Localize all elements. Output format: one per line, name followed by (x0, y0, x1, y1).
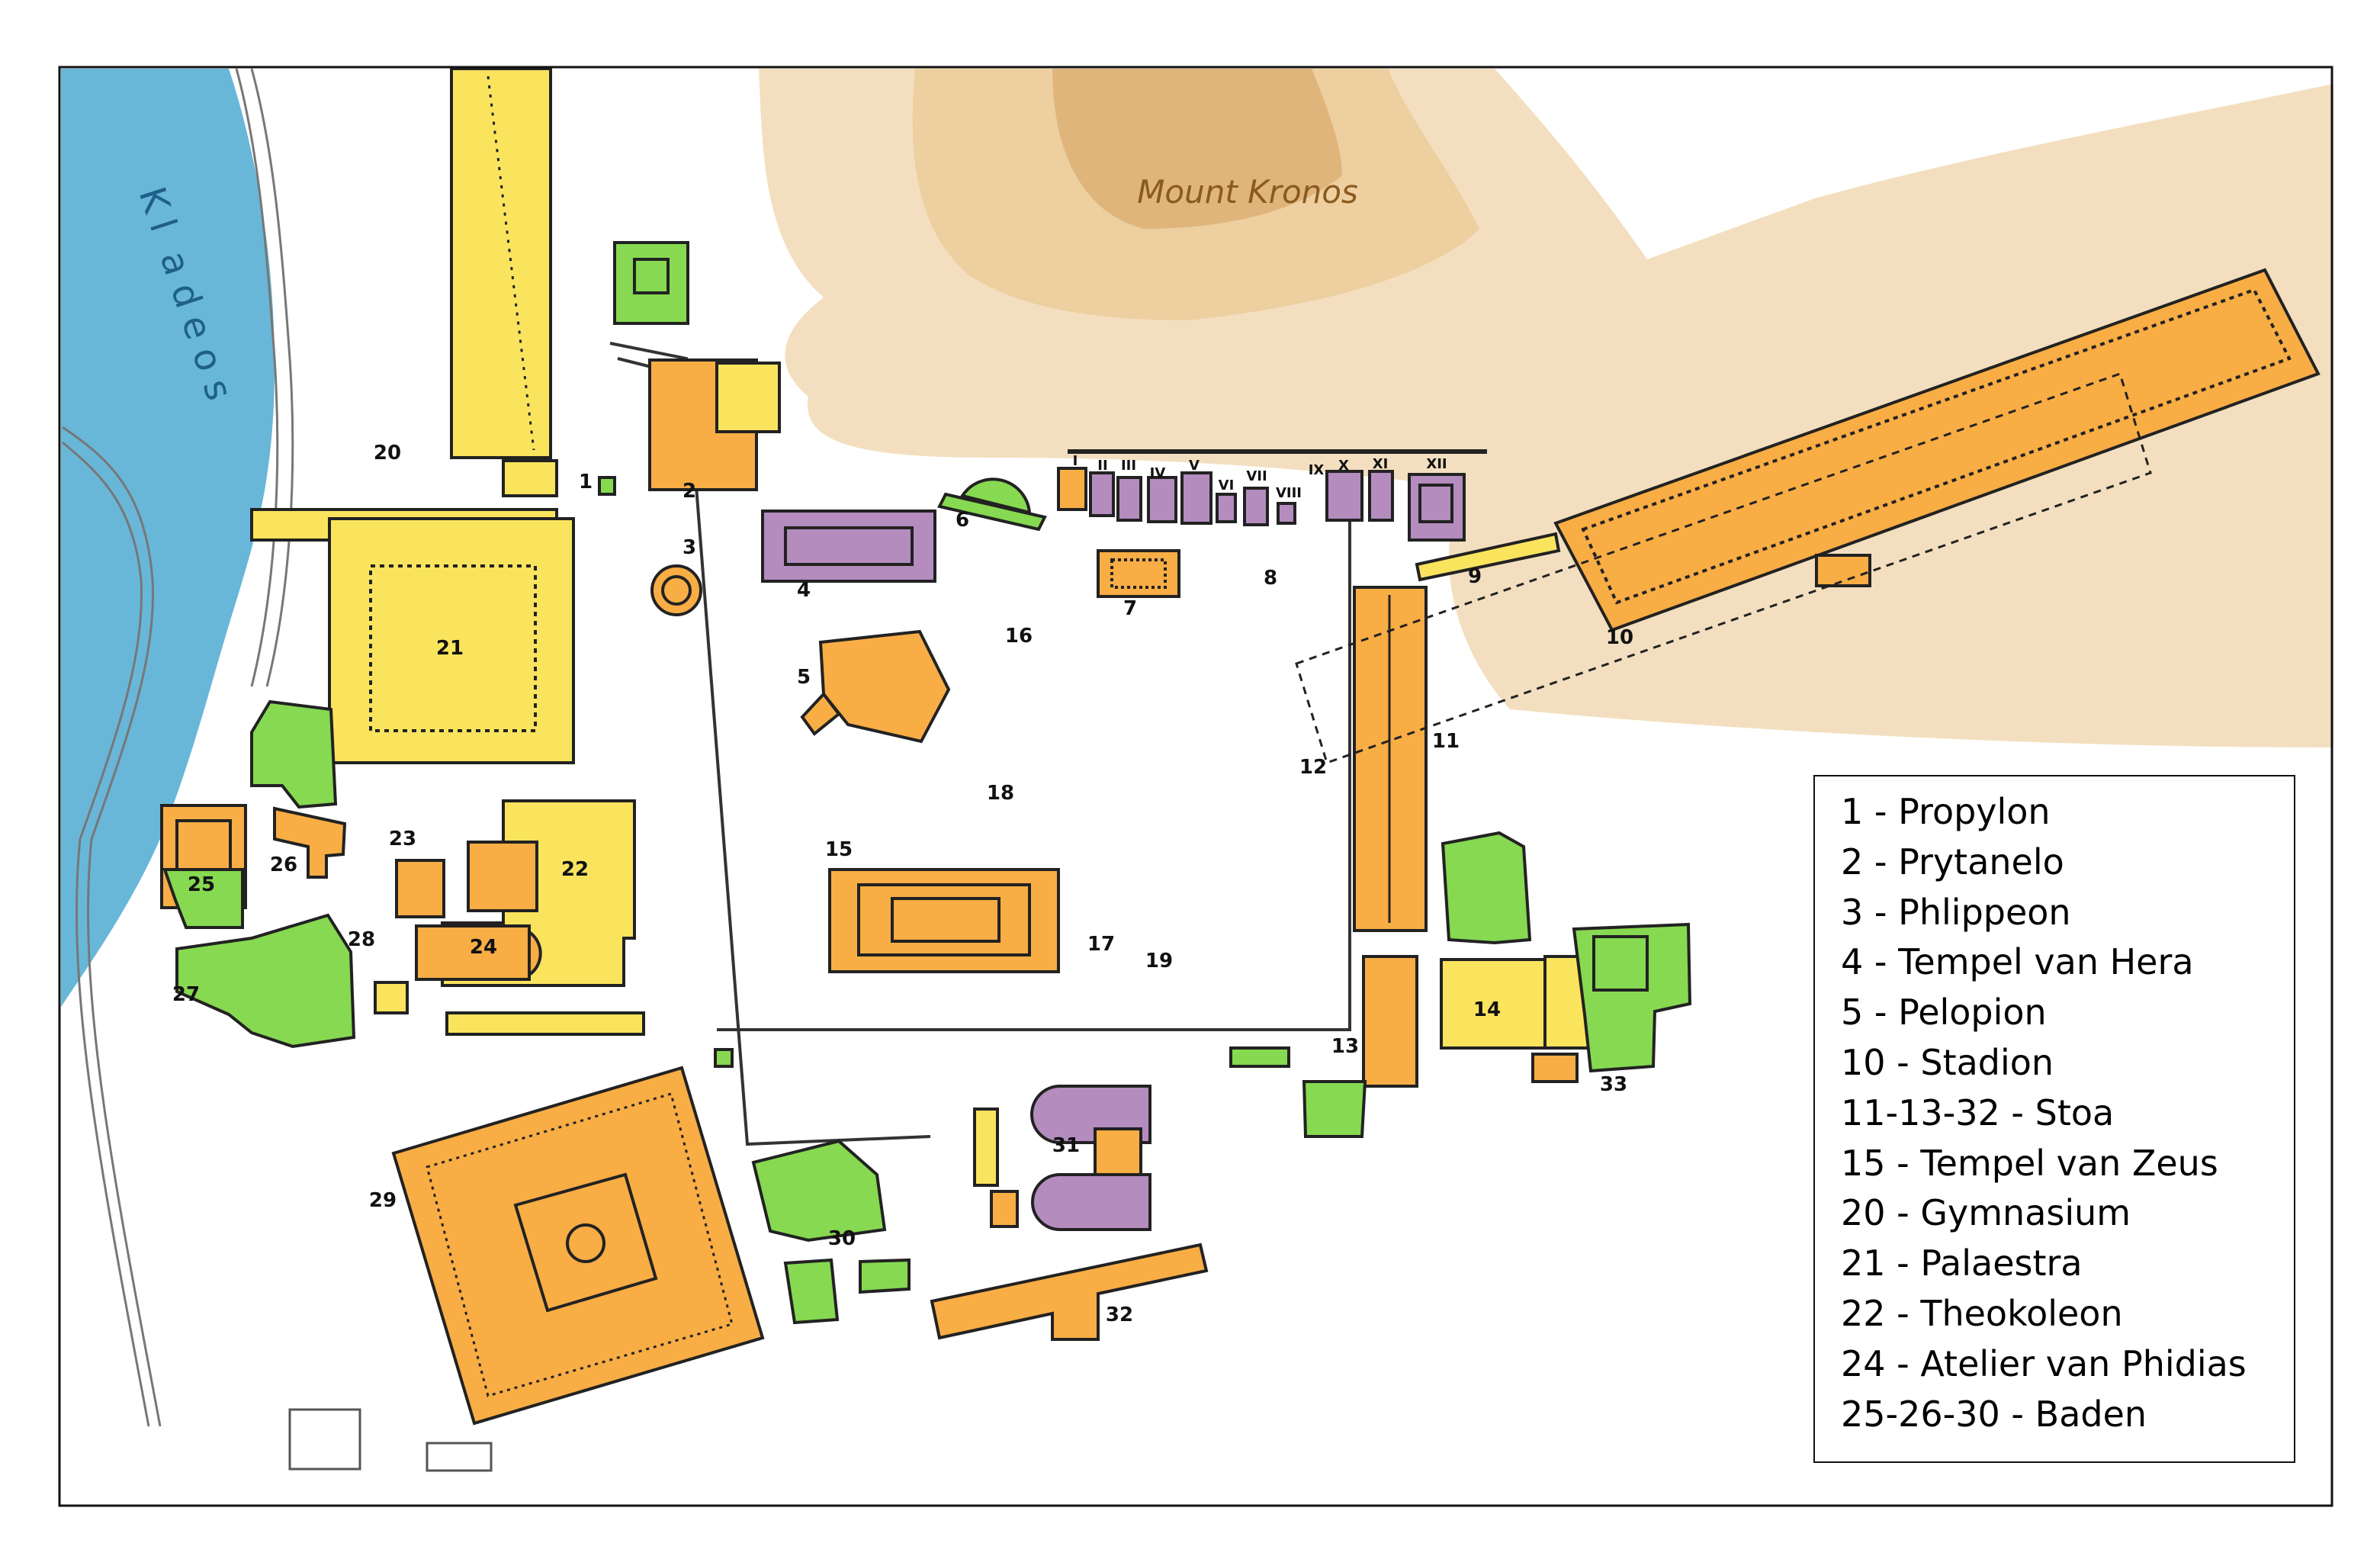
legend-item: 2 - Prytanelo (1841, 841, 2064, 882)
roads (62, 68, 294, 1427)
building-number-11: 11 (1432, 730, 1460, 753)
building-14 (1440, 958, 1547, 1050)
building-number-10: 10 (1606, 626, 1633, 649)
outline-ruins (288, 1408, 493, 1472)
legend-item: 24 - Atelier van Phidias (1841, 1342, 2247, 1384)
treasury-numeral-IV: IV (1150, 465, 1166, 481)
building-number-9: 9 (1468, 565, 1482, 588)
legend-item: 10 - Stadion (1841, 1041, 2054, 1083)
metroon (1097, 549, 1180, 598)
treasury-numeral-II: II (1097, 458, 1107, 474)
legend-item: 5 - Pelopion (1841, 992, 2047, 1034)
philippeion (650, 564, 702, 616)
building-number-14: 14 (1473, 998, 1501, 1021)
building-number-29: 29 (369, 1189, 397, 1212)
building-number-26: 26 (270, 854, 297, 876)
treasury-numeral-VI: VI (1219, 477, 1235, 493)
map-frame (58, 66, 2333, 1507)
legend-item: 4 - Tempel van Hera (1841, 941, 2194, 983)
treasury-numeral-XII: XII (1426, 456, 1447, 472)
treasury-numeral-I: I (1073, 453, 1078, 469)
building-number-6: 6 (956, 509, 969, 532)
building-number-4: 4 (797, 579, 811, 602)
building-number-21: 21 (436, 637, 464, 660)
treasury-numeral-VII: VII (1246, 468, 1267, 484)
building-number-23: 23 (389, 828, 416, 850)
building-number-20: 20 (374, 442, 401, 465)
building-number-15: 15 (825, 838, 853, 861)
stadion (1553, 268, 2321, 632)
treasury-numeral-III: III (1121, 458, 1136, 474)
mountain-label: Mount Kronos (1137, 173, 1358, 211)
treasury-numeral-IX: IX (1309, 462, 1325, 478)
treasury-numeral-V: V (1189, 458, 1200, 474)
treasury-numeral-XI: XI (1373, 456, 1389, 472)
building-number-31: 31 (1052, 1134, 1080, 1157)
building-number-24: 24 (470, 936, 497, 959)
building-number-3: 3 (683, 536, 696, 559)
building-number-22: 22 (561, 858, 589, 881)
building-number-17: 17 (1087, 933, 1115, 956)
building-number-25: 25 (188, 873, 215, 896)
treasury-numeral-X: X (1338, 458, 1349, 474)
legend-item: 22 - Theokoleon (1841, 1292, 2123, 1334)
legend: 1 - Propylon 2 - Prytanelo 3 - Phlippeon 4 … (1813, 775, 2295, 1463)
building-number-19: 19 (1145, 950, 1173, 972)
building-number-12: 12 (1299, 756, 1327, 779)
building-number-32: 32 (1106, 1304, 1133, 1326)
legend-item: 25-26-30 - Baden (1841, 1393, 2147, 1435)
gymnasium (450, 67, 552, 459)
treasury-numeral-VIII: VIII (1276, 485, 1302, 501)
building-number-5: 5 (797, 666, 811, 689)
legend-item: 15 - Tempel van Zeus (1841, 1142, 2218, 1184)
building-number-27: 27 (172, 983, 200, 1006)
legend-item: 20 - Gymnasium (1841, 1192, 2131, 1234)
building-number-2: 2 (683, 480, 696, 503)
south-stoa (930, 1243, 1209, 1341)
legend-item: 3 - Phlippeon (1841, 891, 2071, 933)
phidias-workshop (415, 924, 531, 981)
legend-item: 11-13-32 - Stoa (1841, 1091, 2115, 1133)
building-number-1: 1 (579, 471, 593, 493)
building-number-13: 13 (1331, 1035, 1359, 1058)
building-number-33: 33 (1600, 1073, 1627, 1096)
building-number-7: 7 (1123, 597, 1137, 620)
buildings (160, 67, 2321, 1426)
mount-kronos-terrain (759, 69, 2333, 747)
building-number-16: 16 (1005, 625, 1033, 648)
building-number-28: 28 (348, 928, 375, 951)
building-number-8: 8 (1264, 567, 1277, 590)
legend-item: 1 - Propylon (1841, 791, 2051, 832)
legend-item: 21 - Palaestra (1841, 1243, 2083, 1284)
building-number-30: 30 (828, 1227, 856, 1250)
building-number-18: 18 (987, 782, 1014, 805)
